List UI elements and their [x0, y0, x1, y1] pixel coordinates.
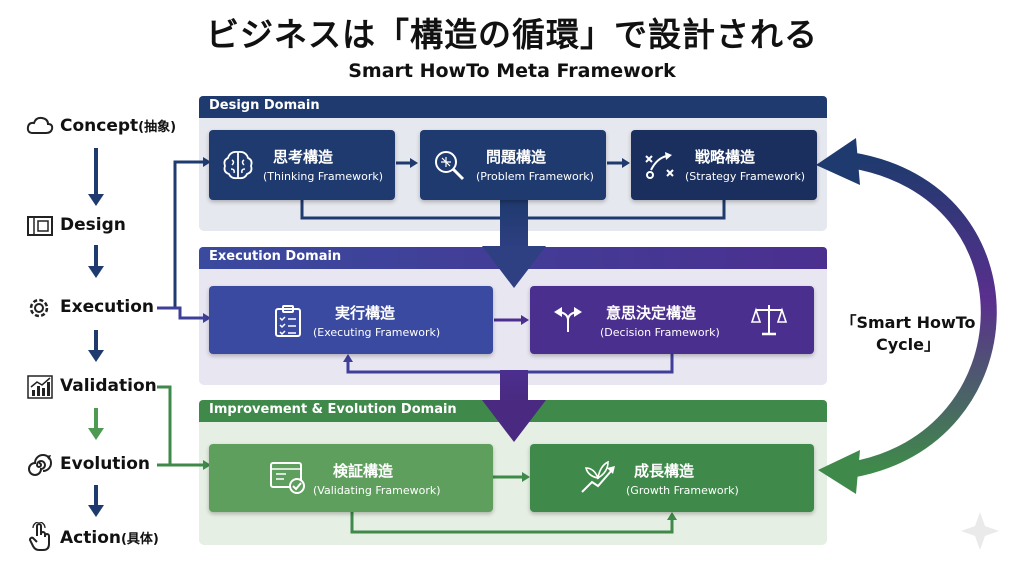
thinking-jp-label: 思考構造 — [273, 148, 334, 166]
flow-concept-label: Concept(抽象) — [60, 116, 177, 136]
growth-jp-label: 成長構造 — [634, 462, 695, 480]
page-title: ビジネスは「構造の循環」で設計される — [206, 15, 818, 54]
growth-en-label: (Growth Framework) — [626, 484, 739, 497]
flow-evolution-label: Evolution — [60, 454, 151, 474]
thinking-framework-box: 思考構造 (Thinking Framework) — [209, 130, 395, 200]
gear-icon — [26, 295, 52, 325]
executing-en-label: (Executing Framework) — [313, 326, 441, 339]
strategy-en-label: (Strategy Framework) — [685, 170, 806, 183]
cloud-icon — [26, 114, 54, 142]
decision-en-label: (Decision Framework) — [600, 326, 720, 339]
sprout-arrow-icon — [581, 460, 615, 493]
spiral-icon — [26, 452, 52, 482]
scales-icon — [750, 305, 788, 336]
brain-icon — [223, 150, 253, 180]
cycle-label-line2: Cycle」 — [876, 335, 940, 354]
strategy-framework-box: 戦略構造 (Strategy Framework) — [631, 130, 817, 200]
executing-jp-label: 実行構造 — [335, 304, 396, 322]
bar-chart-icon — [26, 374, 54, 404]
growth-framework-box: 成長構造 (Growth Framework) — [530, 444, 814, 512]
decision-jp-label: 意思決定構造 — [606, 304, 697, 322]
executing-framework-box: 実行構造 (Executing Framework) — [209, 286, 493, 354]
strategy-play-icon — [645, 152, 674, 179]
flow-action-label: Action(具体) — [60, 528, 159, 548]
problem-jp-label: 問題構造 — [486, 148, 547, 166]
magnifier-icon — [435, 151, 465, 181]
validating-framework-box: 検証構造 (Validating Framework) — [209, 444, 493, 512]
clipboard-checklist-icon — [275, 305, 301, 337]
browser-check-icon — [270, 462, 305, 494]
left-flow-arrows — [88, 148, 104, 517]
split-arrow-icon — [554, 307, 582, 332]
problem-framework-box: 問題構造 (Problem Framework) — [420, 130, 606, 200]
cycle-label: 「Smart HowTo Cycle」 — [832, 312, 984, 356]
decision-framework-box: 意思決定構造 (Decision Framework) — [530, 286, 814, 354]
thinking-en-label: (Thinking Framework) — [263, 170, 384, 183]
problem-en-label: (Problem Framework) — [476, 170, 594, 183]
improvement-domain-title: Improvement & Evolution Domain — [209, 402, 457, 417]
blueprint-icon — [26, 215, 54, 241]
design-domain-header: Design Domain — [199, 96, 827, 118]
design-domain-title: Design Domain — [209, 98, 320, 113]
flow-execution-label: Execution — [60, 297, 155, 317]
cycle-label-line1: 「Smart HowTo — [840, 313, 976, 332]
hand-pointer-icon — [28, 521, 52, 556]
flow-design-label: Design — [60, 215, 126, 235]
page-subtitle: Smart HowTo Meta Framework — [348, 60, 676, 82]
strategy-jp-label: 戦略構造 — [695, 148, 756, 166]
validating-en-label: (Validating Framework) — [313, 484, 441, 497]
flow-validation-label: Validation — [60, 376, 157, 396]
execution-domain-title: Execution Domain — [209, 249, 342, 264]
validating-jp-label: 検証構造 — [333, 462, 394, 480]
